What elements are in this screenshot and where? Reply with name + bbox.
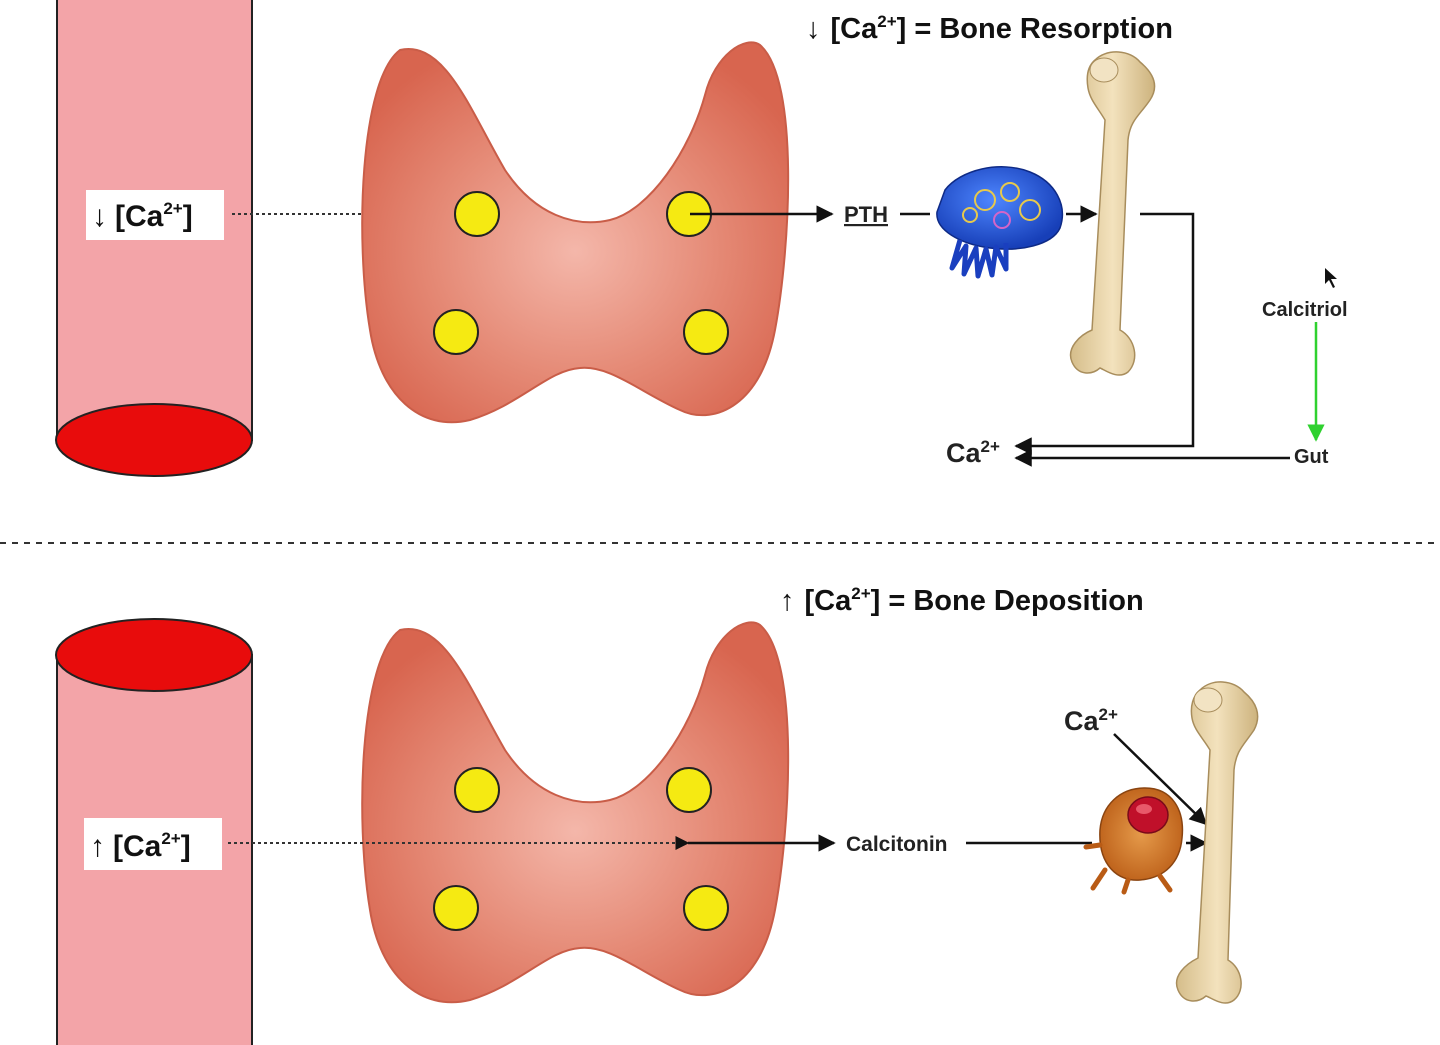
vessel-calcium-label-top: ↓[Ca2+] [86,190,224,240]
vessel-calcium-label-bottom: ↑[Ca2+] [84,818,222,870]
pth-label: PTH [844,202,888,227]
arrow-calcium-to-bone [1113,733,1208,826]
parathyroid-gland [454,191,500,237]
bottom-panel: ↑[Ca2+] Calcitonin Ca2+ [55,584,1259,1045]
svg-text:↓[Ca2+]: ↓[Ca2+] [92,199,193,233]
osteoclast-cell-icon [936,166,1064,279]
calcitriol-label: Calcitriol [1262,299,1348,321]
parathyroid-gland [433,309,479,355]
parathyroid-gland [666,767,712,813]
femur-bone-icon [1175,681,1259,1004]
calcium-label-bottom: Ca2+ [1064,705,1118,736]
mouse-cursor-icon [1325,268,1337,288]
bottom-title: ↑[Ca2+] = Bone Deposition [780,584,1144,617]
thyroid-gland-bottom [361,621,790,1004]
femur-bone-icon [1069,51,1156,376]
thyroid-gland-top [361,41,790,424]
calcium-label-top: Ca2+ [946,437,1000,468]
top-panel: ↓[Ca2+] PTH [55,0,1348,477]
gut-label: Gut [1294,446,1329,468]
top-title: ↓[Ca2+] = Bone Resorption [806,12,1173,45]
parathyroid-gland [683,309,729,355]
calcitonin-label: Calcitonin [846,833,948,856]
svg-text:↑[Ca2+]: ↑[Ca2+] [90,829,191,863]
parathyroid-gland [433,885,479,931]
parathyroid-gland [454,767,500,813]
arrow-bone-to-calcium [1014,212,1195,455]
parathyroid-gland [683,885,729,931]
osteoblast-cell-icon [1083,787,1184,895]
